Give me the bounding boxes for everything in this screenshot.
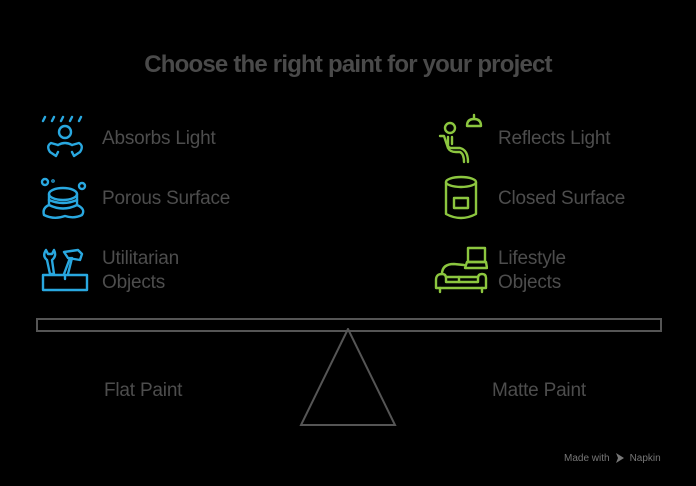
item-label-line2: Objects — [102, 272, 166, 293]
item-label: Closed Surface — [498, 188, 626, 209]
paint-can-icon — [444, 175, 478, 220]
right-side-label: Matte Paint — [492, 380, 586, 401]
person-in-rain-icon — [41, 115, 83, 158]
porous-sponge-icon — [40, 177, 87, 219]
left-item-utilitarian-objects: Utilitarian Objects — [38, 244, 179, 298]
left-item-absorbs-light: Absorbs Light — [38, 112, 216, 166]
person-under-lamp-icon — [438, 113, 483, 164]
item-label-line1: Lifestyle — [498, 248, 566, 269]
left-item-porous-surface: Porous Surface — [38, 172, 230, 226]
item-label: Reflects Light — [498, 128, 611, 149]
seesaw-fulcrum — [299, 328, 397, 426]
napkin-logo-icon — [615, 453, 624, 463]
napkin-brand-text: Napkin — [629, 452, 661, 464]
item-label: Absorbs Light — [102, 128, 216, 149]
item-label-line1: Utilitarian — [102, 248, 179, 269]
item-label: Porous Surface — [102, 188, 231, 209]
right-item-reflects-light: Reflects Light — [434, 112, 611, 166]
diagram-title: Choose the right paint for your project — [144, 51, 552, 78]
left-side-label: Flat Paint — [104, 380, 183, 401]
right-item-lifestyle-objects: Lifestyle Objects — [434, 244, 566, 298]
right-item-closed-surface: Closed Surface — [434, 172, 625, 226]
item-label: Lifestyle Objects — [498, 247, 566, 295]
sofa-laptop-icon — [434, 246, 488, 294]
item-label: Utilitarian Objects — [102, 247, 179, 295]
item-label-line2: Objects — [498, 272, 562, 293]
made-with-napkin-footer: Made with Napkin — [564, 452, 661, 464]
toolbox-icon — [41, 248, 89, 292]
made-with-text: Made with — [564, 452, 610, 464]
